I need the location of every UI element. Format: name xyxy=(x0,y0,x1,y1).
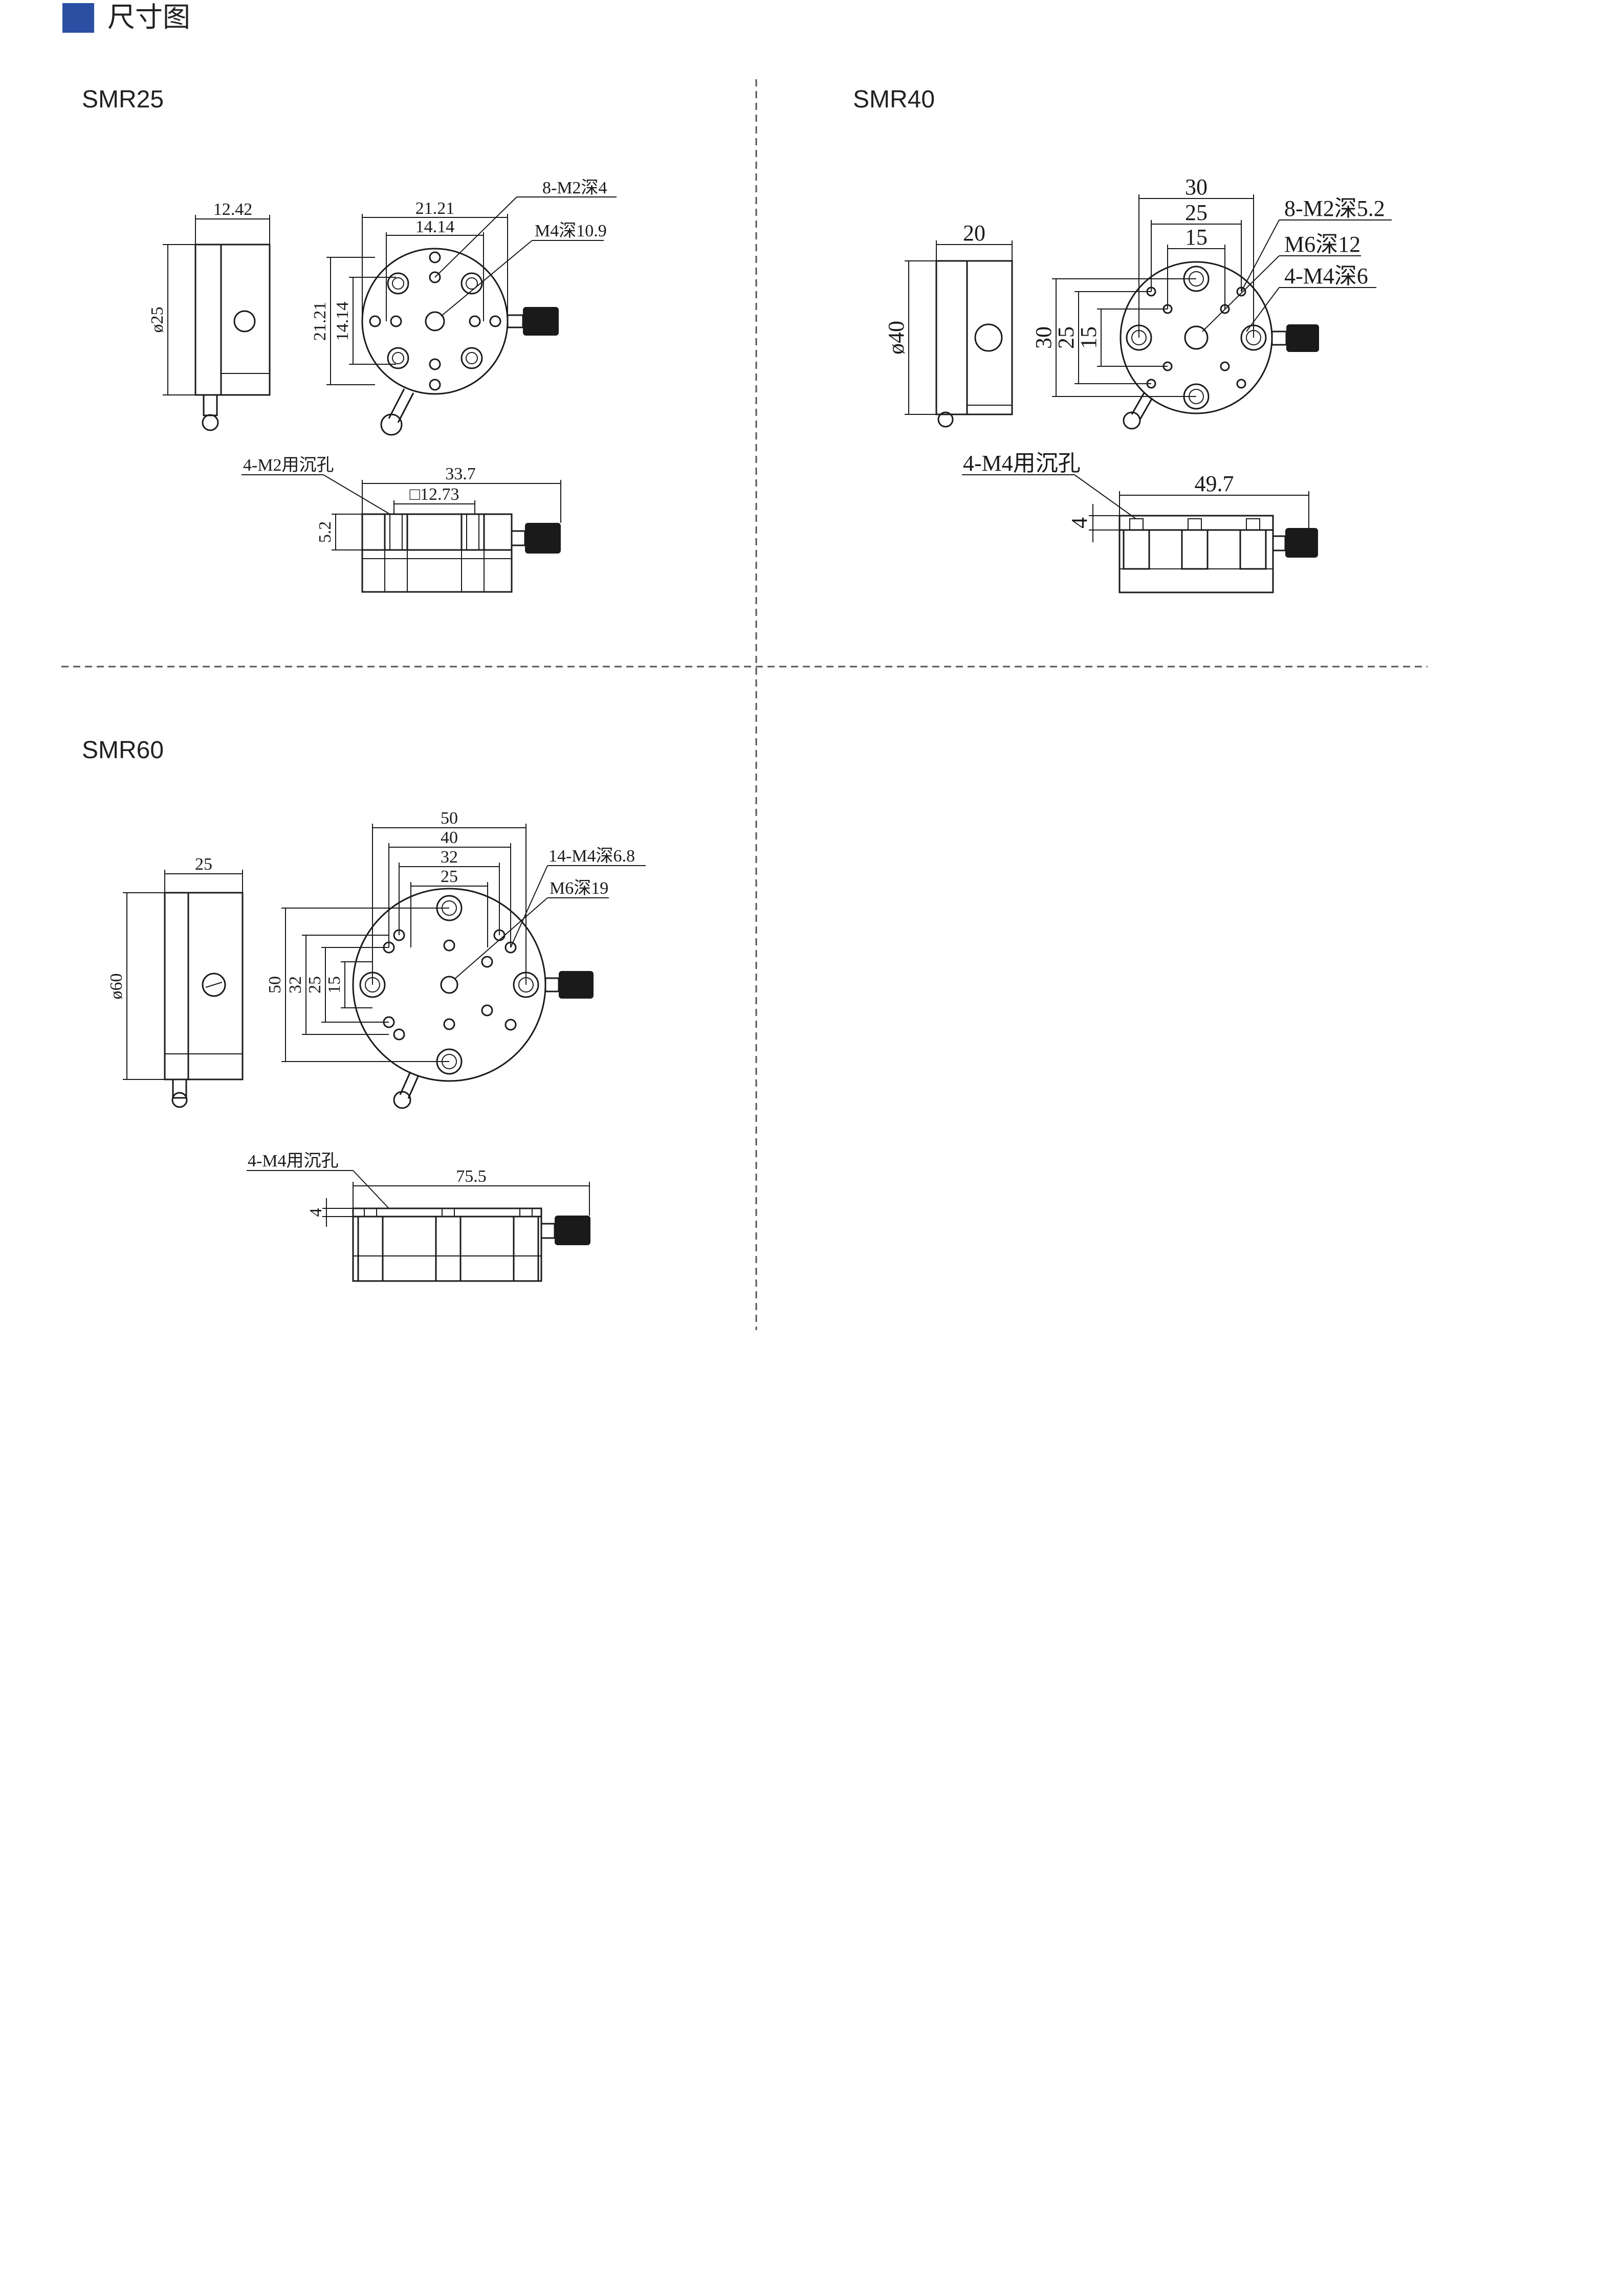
header-accent-block xyxy=(62,3,94,33)
smr60-side-width-label: 25 xyxy=(195,855,212,874)
smr40-front-callout: 4-M4用沉孔 xyxy=(963,451,1081,476)
smr60-top-w3-label: 32 xyxy=(441,848,458,867)
smr25-diameter-label: ø25 xyxy=(148,307,167,333)
smr25-top-w2-label: 14.14 xyxy=(415,217,455,236)
smr25-top-h2-label: 14.14 xyxy=(333,302,352,341)
smr25-callout-holes: 8-M2深4 xyxy=(542,179,607,197)
smr25-top-view: 21.21 14.14 21.21 14.14 8-M2深4 M4深10.9 xyxy=(311,179,617,436)
smr60-panel: SMR60 25 ø60 xyxy=(82,737,646,1282)
smr25-side-width-label: 12.42 xyxy=(213,200,253,219)
smr40-center-hole xyxy=(1184,325,1209,350)
smr25-side-view: 12.42 ø25 xyxy=(148,200,271,431)
smr60-top-h4-label: 15 xyxy=(325,976,344,994)
smr40-side-screw-hole xyxy=(974,323,1003,352)
smr60-diameter-label: ø60 xyxy=(107,974,126,1000)
smr25-front-square-label: □12.73 xyxy=(409,485,459,504)
smr60-side-screw-hole xyxy=(202,973,226,997)
smr60-center-hole xyxy=(440,976,458,994)
smr60-side-view: 25 ø60 xyxy=(107,855,244,1108)
smr40-top-h3-label: 15 xyxy=(1076,326,1101,349)
smr60-top-w1-label: 50 xyxy=(441,809,458,828)
smr25-adjust-knob xyxy=(523,307,559,336)
smr40-top-h2-label: 25 xyxy=(1054,326,1079,349)
smr40-callout-m4: 4-M4深6 xyxy=(1284,263,1368,289)
smr40-front-knob xyxy=(1285,528,1318,558)
smr60-body-circle xyxy=(352,888,546,1082)
smr40-top-h1-label: 30 xyxy=(1031,326,1056,349)
smr25-front-width-label: 33.7 xyxy=(445,465,476,483)
smr25-top-h1-label: 21.21 xyxy=(311,302,330,341)
smr25-body-circle xyxy=(361,248,509,395)
smr60-callout-holes: 14-M4深6.8 xyxy=(548,847,635,866)
smr25-front-height-label: 5.2 xyxy=(316,521,335,543)
smr40-side-width-label: 20 xyxy=(963,220,985,246)
smr60-front-view: 75.5 4 4-M4用沉孔 xyxy=(247,1152,590,1282)
smr60-top-h2-label: 32 xyxy=(286,976,305,994)
smr60-front-height-label: 4 xyxy=(306,1208,325,1217)
smr25-top-w1-label: 21.21 xyxy=(415,199,455,218)
smr40-front-height-label: 4 xyxy=(1067,517,1092,528)
smr40-top-view: 30 25 15 30 25 15 8-M2深5.2 xyxy=(1031,174,1392,430)
smr60-front-knob xyxy=(555,1216,590,1245)
smr40-adjust-knob xyxy=(1286,324,1319,352)
smr40-front-width-label: 49.7 xyxy=(1195,471,1234,496)
smr60-front-callout: 4-M4用沉孔 xyxy=(248,1152,339,1171)
smr60-top-w2-label: 40 xyxy=(441,828,458,847)
smr40-panel: SMR40 20 ø40 xyxy=(853,86,1392,593)
smr25-panel: SMR25 12.42 ø25 xyxy=(82,86,617,593)
smr40-title: SMR40 xyxy=(853,86,935,113)
smr40-callout-center: M6深12 xyxy=(1284,232,1360,257)
smr25-center-hole xyxy=(425,311,445,332)
smr25-front-knob xyxy=(525,523,561,554)
smr40-side-view: 20 ø40 xyxy=(884,220,1013,428)
smr25-front-view: 33.7 □12.73 5.2 4-M2用沉孔 xyxy=(242,456,561,593)
smr25-front-callout: 4-M2用沉孔 xyxy=(243,456,334,475)
smr60-top-h1-label: 50 xyxy=(266,976,284,994)
smr40-callout-holes: 8-M2深5.2 xyxy=(1284,196,1385,221)
smr60-front-width-label: 75.5 xyxy=(456,1167,487,1186)
smr40-top-w1-label: 30 xyxy=(1185,174,1208,200)
smr60-adjust-knob xyxy=(559,971,594,999)
smr60-top-view: 50 40 32 25 50 32 25 xyxy=(266,809,646,1109)
smr60-top-w4-label: 25 xyxy=(441,867,458,886)
smr40-top-w2-label: 25 xyxy=(1185,200,1208,225)
smr60-title: SMR60 xyxy=(82,737,164,764)
header-title: 尺寸图 xyxy=(107,1,190,33)
smr60-callout-center: M6深19 xyxy=(550,879,608,898)
smr60-top-h3-label: 25 xyxy=(305,976,324,994)
smr25-side-screw-hole xyxy=(233,310,256,333)
smr25-title: SMR25 xyxy=(82,86,164,113)
smr40-diameter-label: ø40 xyxy=(884,321,909,355)
smr40-front-view: 49.7 4 4-M4用沉孔 xyxy=(962,451,1318,593)
smr25-callout-center: M4深10.9 xyxy=(535,222,607,240)
smr40-top-w3-label: 15 xyxy=(1185,225,1208,250)
